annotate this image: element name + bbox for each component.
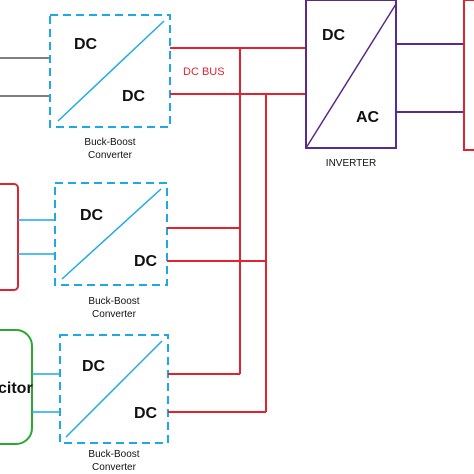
converter-2-diagonal: [61, 188, 162, 280]
converter-3-caption-line2: Converter: [92, 462, 137, 473]
capacitor-connection-lines: [32, 373, 60, 413]
converter-2-output-label: DC: [134, 253, 158, 270]
dc-bus-label: DC BUS: [183, 66, 225, 78]
converter-3-output-label: DC: [134, 405, 158, 422]
inverter-input-label: DC: [322, 27, 346, 44]
converter-3-input-label: DC: [82, 358, 106, 375]
converter-3-caption-line1: Buck-Boost: [88, 449, 139, 460]
top-source-lines: [0, 57, 50, 97]
converter-3-diagonal: [65, 340, 163, 438]
converter-1-box: [49, 14, 171, 128]
battery-block: [0, 183, 19, 291]
inverter-caption: INVERTER: [326, 158, 376, 169]
capacitor-block: citor: [0, 329, 33, 445]
converter-3: DC DC Buck-Boost Converter: [59, 334, 169, 473]
converter-2-box: [54, 182, 168, 286]
capacitor-label: citor: [0, 380, 33, 397]
converter-2: DC DC Buck-Boost Converter: [54, 182, 168, 320]
inverter-box: [305, 0, 397, 149]
converter-2-input-label: DC: [80, 207, 104, 224]
grid-block: [463, 0, 474, 151]
inverter-diagonal: [305, 3, 397, 149]
converter-2-caption-line1: Buck-Boost: [88, 296, 139, 307]
inverter-output-label: AC: [356, 109, 380, 126]
inverter: DC AC INVERTER: [305, 0, 397, 169]
converter-3-box: [59, 334, 169, 444]
ac-output-lines: [396, 43, 464, 113]
converter-2-caption-line2: Converter: [92, 309, 137, 320]
dc-bus-lines: [167, 47, 306, 413]
battery-connection-lines: [18, 219, 55, 255]
converter-1-caption-line1: Buck-Boost: [84, 137, 135, 148]
converter-1-input-label: DC: [74, 36, 98, 53]
converter-1: DC DC Buck-Boost Converter: [49, 14, 171, 161]
converter-1-diagonal: [57, 20, 165, 122]
converter-1-caption-line2: Converter: [88, 150, 133, 161]
converter-1-output-label: DC: [122, 88, 146, 105]
